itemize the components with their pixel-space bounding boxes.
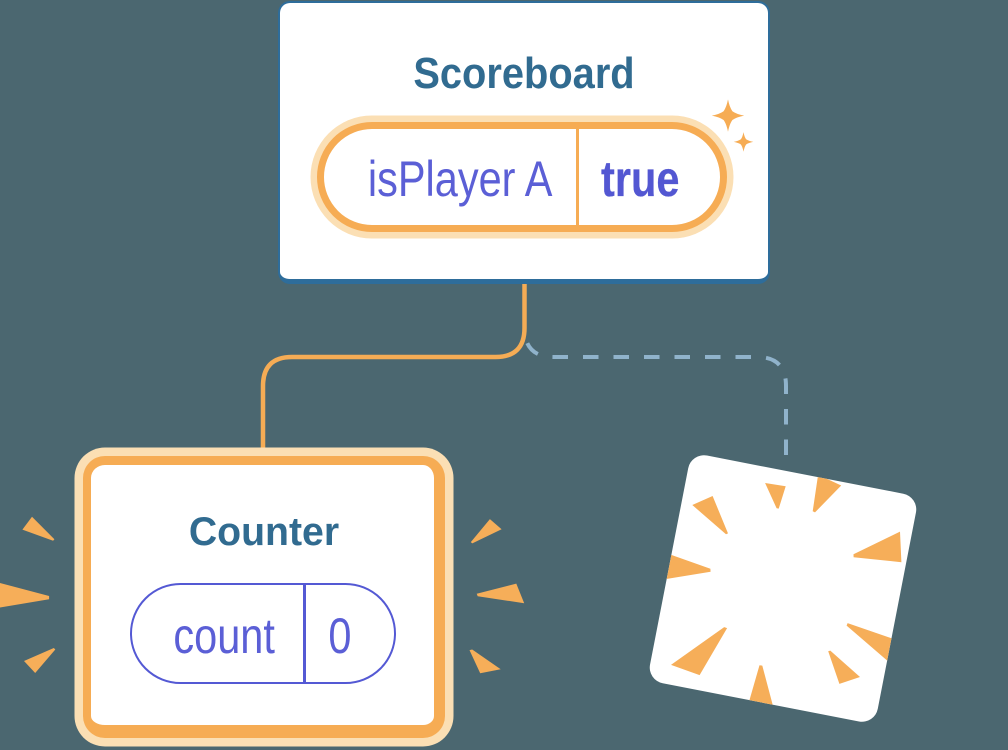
counter-title: Counter [188,510,340,554]
prop-name: isPlayer A [367,151,553,207]
prop-value: true [601,151,680,207]
state-name-cell: count [132,585,303,682]
state-value: 0 [328,607,352,664]
prop-value-cell: true [579,129,721,225]
counter-state-pill: count 0 [130,583,396,684]
sparkle-large-icon [711,99,745,132]
state-name: count [173,607,276,664]
emphasis-rays-left-icon [0,516,56,673]
scoreboard-prop-pill: isPlayer A true [317,122,727,232]
poof-square [649,455,917,722]
emphasis-rays-right-icon [469,519,525,674]
prop-name-cell: isPlayer A [324,129,576,225]
scoreboard-title: Scoreboard [413,48,635,98]
state-pill-divider [303,585,306,682]
sparkle-small-icon [733,132,754,152]
poof-burst-icon [660,474,907,712]
connector-solid-kept-branch [260,280,527,460]
state-value-cell: 0 [306,585,395,682]
connector-dashed-removed-branch [522,327,788,456]
prop-pill-divider [576,129,579,225]
